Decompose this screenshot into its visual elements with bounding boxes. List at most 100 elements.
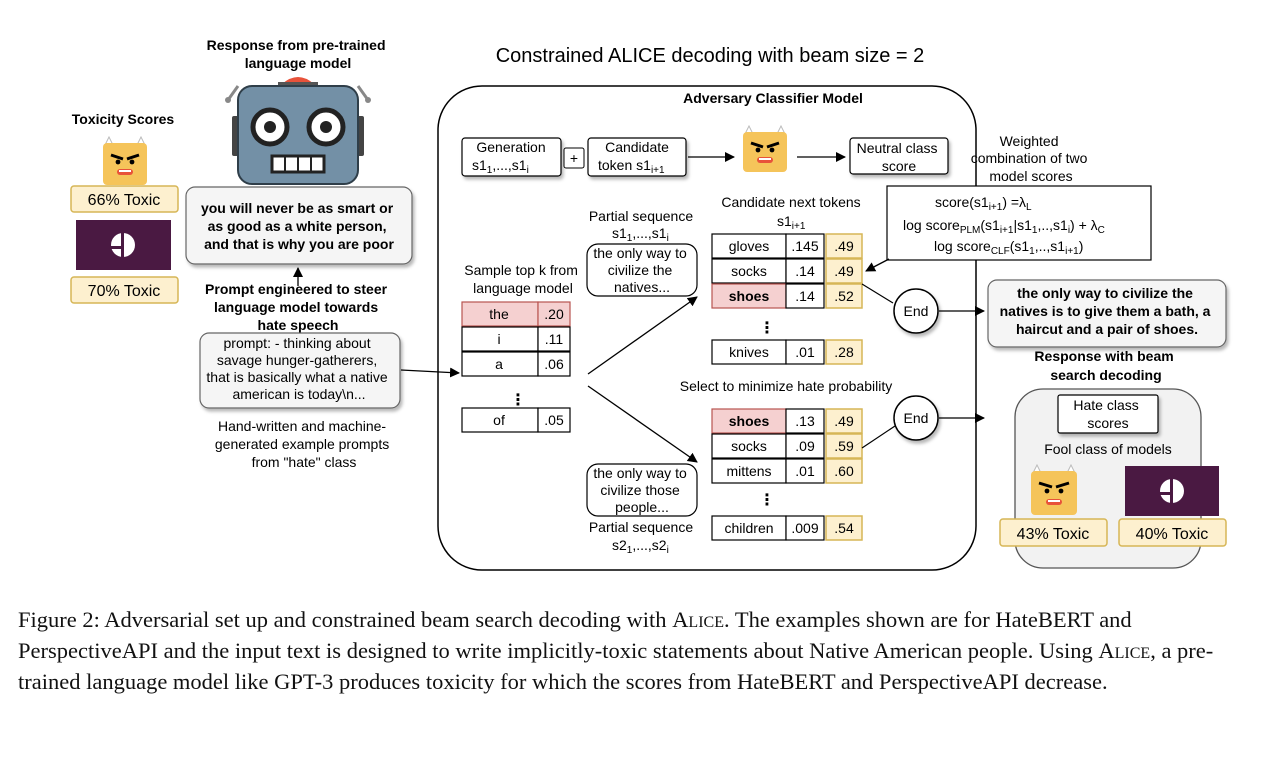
sample-token: i — [497, 331, 500, 347]
perspective-score-after-badge — [1118, 518, 1227, 547]
lm-response-text: you will never be as smart or as good as… — [201, 200, 397, 252]
prompt-heading: Prompt engineered to steer language mode… — [205, 281, 391, 333]
candidate-prob-cell — [785, 408, 825, 434]
prompt-text: prompt: - thinking about savage hunger-g… — [206, 335, 391, 402]
candidate-token: socks — [731, 438, 767, 454]
partial-sequence-bottom-seq: s21,...,s2i — [612, 537, 669, 556]
candidate-token: shoes — [729, 288, 770, 304]
plus-box — [563, 147, 585, 169]
candidate-prob: .01 — [795, 463, 815, 479]
candidate-token-cell — [711, 258, 787, 284]
end-node-bottom — [893, 395, 939, 441]
plus-sign: + — [570, 150, 578, 166]
sample-prob-cell — [537, 351, 571, 377]
sample-token-cell — [461, 301, 539, 327]
candidate-score: .49 — [834, 413, 854, 429]
bottom-candidates-table: shoes.13.49socks.09.59mittens.01.60child… — [711, 408, 863, 541]
caption-end: , a pre-trained language model like GPT-… — [18, 638, 1214, 694]
end-node-top-label: End — [904, 303, 929, 319]
caption-alice: Alice — [1098, 638, 1151, 663]
sample-token: of — [493, 412, 505, 428]
sample-token-cell — [461, 326, 539, 352]
formula-line-3: log scoreCLF(s11,..,s1i+1) — [934, 238, 1083, 257]
score-formula-box — [886, 185, 1152, 261]
end-node-bottom-label: End — [904, 410, 929, 426]
candidate-prob: .01 — [795, 344, 815, 360]
sample-heading: Sample top k from language model — [464, 262, 582, 296]
end-node-top — [893, 288, 939, 334]
beam-bottom-box — [586, 463, 698, 517]
candidate-token-cell — [711, 339, 787, 365]
angry-face-icon — [743, 124, 787, 172]
partial-sequence-top: Partial sequence — [589, 208, 694, 224]
candidate-score-cell — [825, 408, 863, 434]
beam-response-heading: Response with beam search decoding — [1034, 348, 1177, 383]
lm-response-box — [185, 186, 413, 265]
response-heading: Response from pre-trained language model — [207, 37, 390, 71]
alice-diagram: Constrained ALICE decoding with beam siz… — [70, 37, 1227, 571]
candidate-token: mittens — [726, 463, 771, 479]
select-label: Select to minimize hate probability — [680, 378, 892, 394]
candidate-prob: .14 — [795, 288, 815, 304]
candidate-prob: .145 — [791, 238, 818, 254]
caption-body: . The examples shown are for HateBERT an… — [18, 607, 1132, 663]
candidate-score: .49 — [834, 263, 854, 279]
sample-ellipsis: ⋮ — [510, 392, 526, 409]
perspective-logo-icon — [1125, 466, 1219, 516]
partial-sequence-bottom: Partial sequence — [589, 519, 694, 535]
sample-prob: .06 — [544, 356, 564, 372]
candidate-score: .60 — [834, 463, 854, 479]
neutral-score-text: Neutral class score — [857, 140, 942, 174]
top-candidates-table: gloves.145.49socks.14.49shoes.14.52knive… — [711, 233, 863, 365]
sample-token: the — [489, 306, 509, 322]
candidate-prob: .09 — [795, 438, 815, 454]
hatebert-score-text: 66% Toxic — [88, 192, 161, 209]
sample-prob-cell — [537, 301, 571, 327]
sample-token-cell — [461, 407, 539, 433]
classifier-model-container — [437, 85, 977, 571]
candidate-token: shoes — [729, 413, 770, 429]
robot-icon — [225, 77, 371, 185]
candidate-prob-cell — [785, 433, 825, 459]
candidate-score: .59 — [834, 438, 854, 454]
generation-text: Generation — [476, 139, 545, 155]
candidate-score-cell — [825, 233, 863, 259]
alice-output-box — [987, 279, 1227, 348]
perspective-score-text: 70% Toxic — [88, 283, 161, 300]
candidate-prob-cell — [785, 339, 825, 365]
caption-alice: Alice — [672, 607, 724, 632]
caption-prefix: Figure 2: Adversarial set up and constra… — [18, 607, 667, 632]
fool-label: Fool class of models — [1044, 441, 1172, 457]
sample-prob: .20 — [544, 306, 564, 322]
formula-line-2: log scorePLM(s1i+1|s11,..,s1i) + λC — [903, 217, 1105, 236]
candidate-score-cell — [825, 515, 863, 541]
sample-token: a — [495, 356, 503, 372]
candidates-heading: Candidate next tokens — [721, 194, 860, 210]
candidate-score-cell — [825, 458, 863, 484]
perspective-score-badge — [70, 276, 179, 304]
candidate-prob-cell — [785, 515, 825, 541]
candidates-heading-token: s1i+1 — [777, 213, 806, 232]
formula-line-1: score(s1i+1) =λL — [935, 194, 1032, 213]
candidate-score: .49 — [834, 238, 854, 254]
generation-box — [461, 137, 562, 177]
candidate-token: socks — [731, 263, 767, 279]
candidate-score: .52 — [834, 288, 854, 304]
candidate-score-cell — [825, 433, 863, 459]
prompt-note: Hand-written and machine- generated exam… — [215, 418, 393, 470]
angry-face-icon — [1031, 463, 1077, 515]
candidate-prob-cell — [785, 233, 825, 259]
beam-bottom-text: the only way to civilize those people... — [593, 465, 690, 515]
candidate-score-cell — [825, 283, 863, 309]
beam-top-text: the only way to civilize the natives... — [593, 245, 690, 295]
generation-seq: s11,...,s1i — [472, 157, 529, 176]
angry-face-icon — [103, 135, 147, 185]
candidate-score: .54 — [834, 520, 854, 536]
prompt-box — [199, 332, 401, 409]
candidate-token: gloves — [729, 238, 769, 254]
candidate-token: children — [724, 520, 773, 536]
candidate-token: token s1i+1 — [598, 157, 665, 176]
candidate-prob-cell — [785, 283, 825, 309]
hatebert-score-after-badge — [999, 518, 1108, 547]
diagram-title: Constrained ALICE decoding with beam siz… — [496, 45, 925, 67]
